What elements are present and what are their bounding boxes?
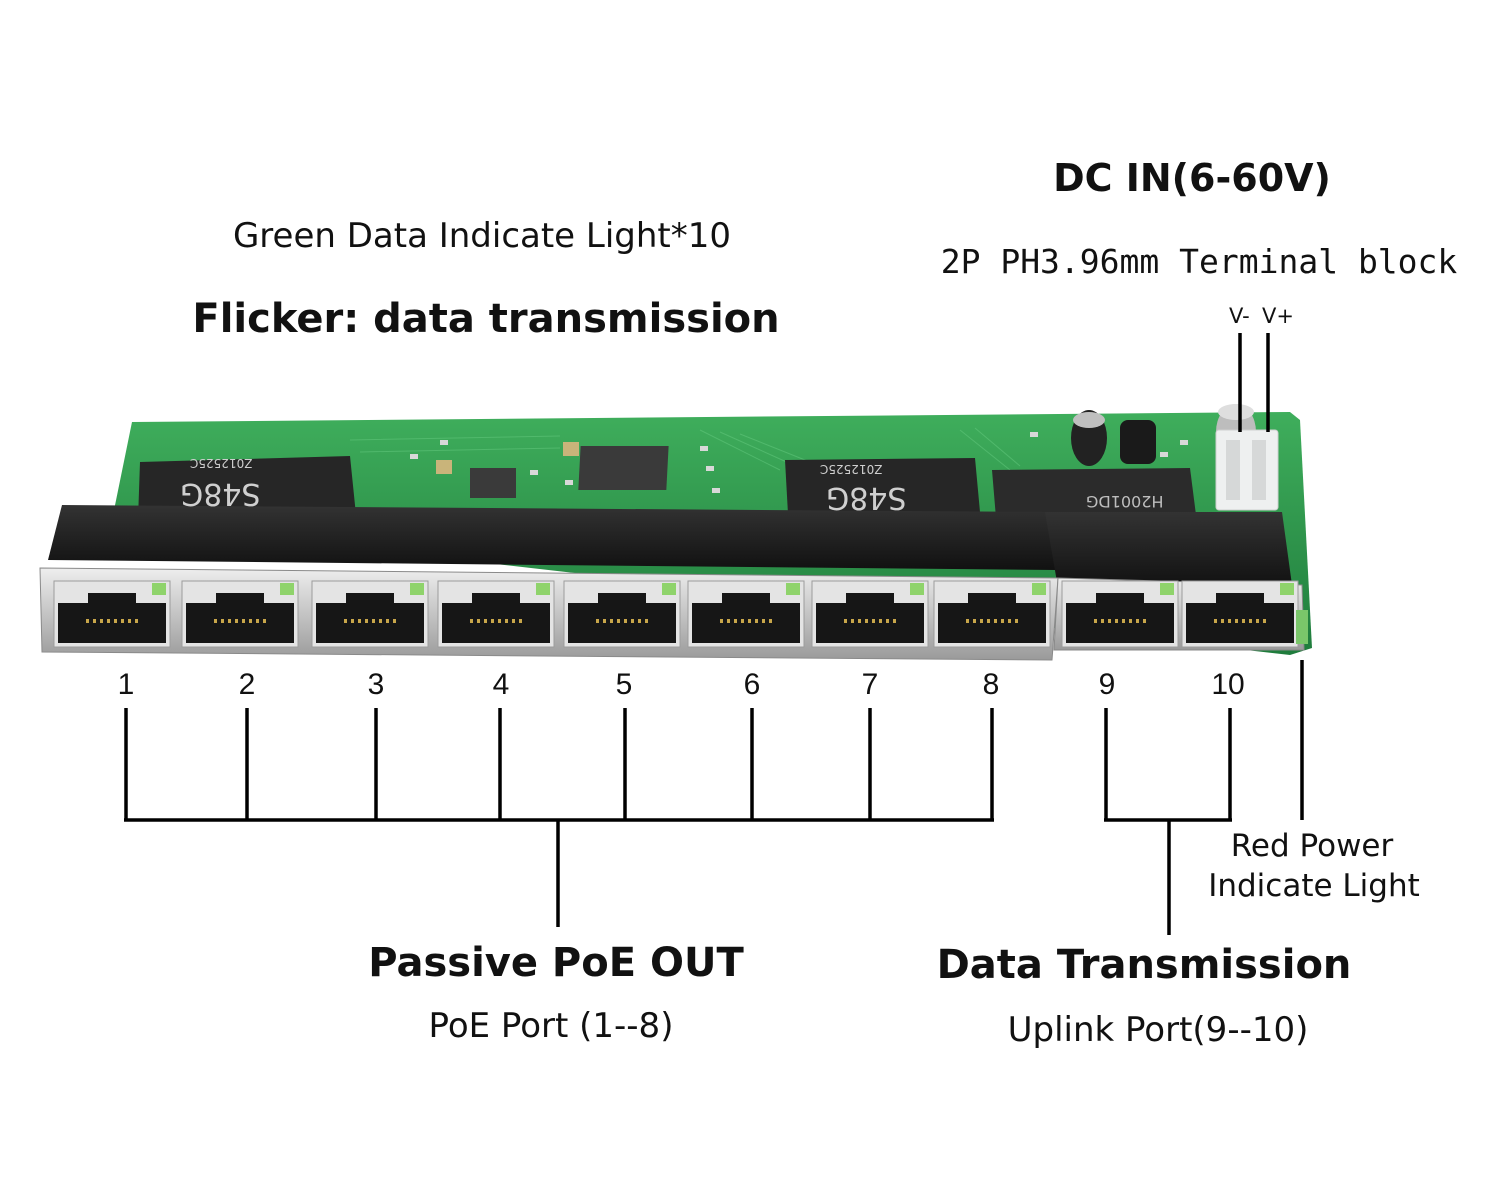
rj45-port-2[interactable] xyxy=(181,580,299,648)
data-led-6 xyxy=(786,583,800,595)
uplink-group-subtitle: Uplink Port(9--10) xyxy=(1007,1010,1309,1050)
silk-label: Z012525C xyxy=(190,456,253,470)
port-number: 9 xyxy=(1098,668,1116,701)
data-led-1 xyxy=(152,583,166,595)
data-led-8 xyxy=(1032,583,1046,595)
chip-label: H2001DG xyxy=(1086,492,1164,511)
pin-plus-label: V+ xyxy=(1262,304,1294,328)
poe-group-subtitle: PoE Port (1--8) xyxy=(428,1006,674,1046)
data-led-7 xyxy=(910,583,924,595)
chip-label: S48G xyxy=(180,476,261,511)
rj45-port-9[interactable] xyxy=(1061,580,1179,648)
silk-label: Z012525C xyxy=(820,462,883,476)
port-number: 3 xyxy=(367,668,385,701)
uplink-group-title: Data Transmission xyxy=(936,942,1352,988)
pin-minus-label: V- xyxy=(1229,304,1250,328)
rj45-port-7[interactable] xyxy=(811,580,929,648)
power-led-label-line1: Red Power xyxy=(1230,828,1394,864)
phy-ic xyxy=(470,468,516,498)
port-number: 7 xyxy=(861,668,879,701)
port-number: 2 xyxy=(238,668,256,701)
rj45-port-10[interactable] xyxy=(1181,580,1299,648)
port-number: 1 xyxy=(117,668,135,701)
led-note-line2: Flicker: data transmission xyxy=(192,296,780,342)
switch-ic xyxy=(578,446,669,490)
transformer-chip-right xyxy=(992,468,1196,518)
poe-group-title: Passive PoE OUT xyxy=(368,940,744,986)
rj45-port-5[interactable] xyxy=(563,580,681,648)
power-led-label-line2: Indicate Light xyxy=(1208,868,1420,904)
port-number: 5 xyxy=(615,668,633,701)
rj45-port-8[interactable] xyxy=(933,580,1051,648)
data-led-2 xyxy=(280,583,294,595)
data-led-4 xyxy=(536,583,550,595)
rj45-port-6[interactable] xyxy=(687,580,805,648)
data-led-5 xyxy=(662,583,676,595)
rj45-port-4[interactable] xyxy=(437,580,555,648)
rj45-port-3[interactable] xyxy=(311,580,429,648)
data-led-3 xyxy=(410,583,424,595)
terminal-block xyxy=(1215,429,1279,511)
transformer-chip-middle xyxy=(785,458,980,514)
port-number: 6 xyxy=(743,668,761,701)
data-led-9 xyxy=(1160,583,1174,595)
dc-in-title: DC IN(6-60V) xyxy=(1053,156,1331,200)
port-number: 10 xyxy=(1211,668,1245,701)
led-note-line1: Green Data Indicate Light*10 xyxy=(232,216,732,256)
chip-label: S48G xyxy=(826,480,907,515)
data-led-10 xyxy=(1280,583,1294,595)
annotation-lines xyxy=(124,333,1304,935)
inductor xyxy=(1120,420,1156,464)
power-led xyxy=(1296,610,1308,644)
port-number: 4 xyxy=(492,668,510,701)
transformer-chip-left xyxy=(138,456,356,520)
rj45-port-1[interactable] xyxy=(53,580,171,648)
port-number: 8 xyxy=(982,668,1000,701)
dc-in-subtitle: 2P PH3.96mm Terminal block xyxy=(940,242,1458,281)
